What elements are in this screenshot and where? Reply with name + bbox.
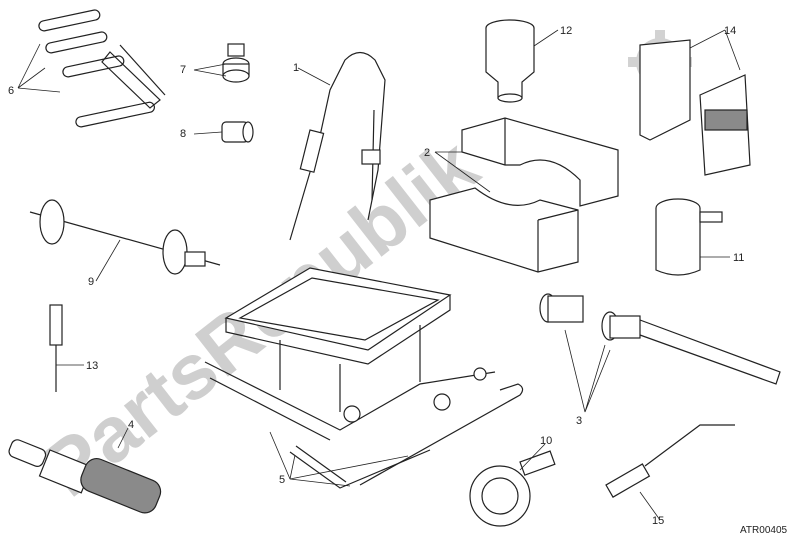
callout-15: 15 bbox=[652, 515, 664, 527]
lift-stand bbox=[204, 267, 496, 441]
part-10-spanner bbox=[469, 450, 556, 527]
callout-7: 7 bbox=[180, 64, 186, 76]
part-14-shells bbox=[639, 39, 751, 176]
callout-8: 8 bbox=[180, 128, 186, 140]
callout-4: 4 bbox=[128, 419, 134, 431]
part-4-tube bbox=[8, 439, 162, 514]
callout-11: 11 bbox=[733, 252, 744, 264]
part-11-holder bbox=[655, 198, 723, 276]
callout-3: 3 bbox=[576, 415, 582, 427]
part-13-screw bbox=[49, 304, 63, 392]
part-7-adapter bbox=[222, 43, 250, 83]
callout-9: 9 bbox=[88, 276, 94, 288]
part-5-rods bbox=[289, 383, 524, 489]
callout-1: 1 bbox=[293, 62, 299, 74]
callout-13: 13 bbox=[86, 360, 98, 372]
part-9-rod bbox=[29, 199, 221, 275]
callout-12: 12 bbox=[560, 25, 572, 37]
part-3-bearing-tool bbox=[539, 293, 781, 385]
part-1-clip-tool bbox=[289, 51, 386, 241]
callout-6: 6 bbox=[8, 85, 14, 97]
callouts: 1 2 3 4 5 6 7 8 9 10 11 12 13 14 15 bbox=[8, 25, 744, 527]
part-6-pins bbox=[38, 9, 166, 128]
part-8-sleeve bbox=[221, 121, 254, 143]
part-12-socket bbox=[485, 19, 535, 103]
callout-14: 14 bbox=[724, 25, 736, 37]
part-15-probe bbox=[605, 424, 735, 498]
leader-lines bbox=[17, 29, 741, 521]
diagram-code: ATR00405 bbox=[740, 525, 788, 536]
callout-5: 5 bbox=[279, 474, 285, 486]
watermark: PartsRepublik bbox=[26, 30, 692, 513]
callout-10: 10 bbox=[540, 435, 552, 447]
part-2-split-block bbox=[429, 117, 619, 273]
callout-2: 2 bbox=[424, 147, 430, 159]
